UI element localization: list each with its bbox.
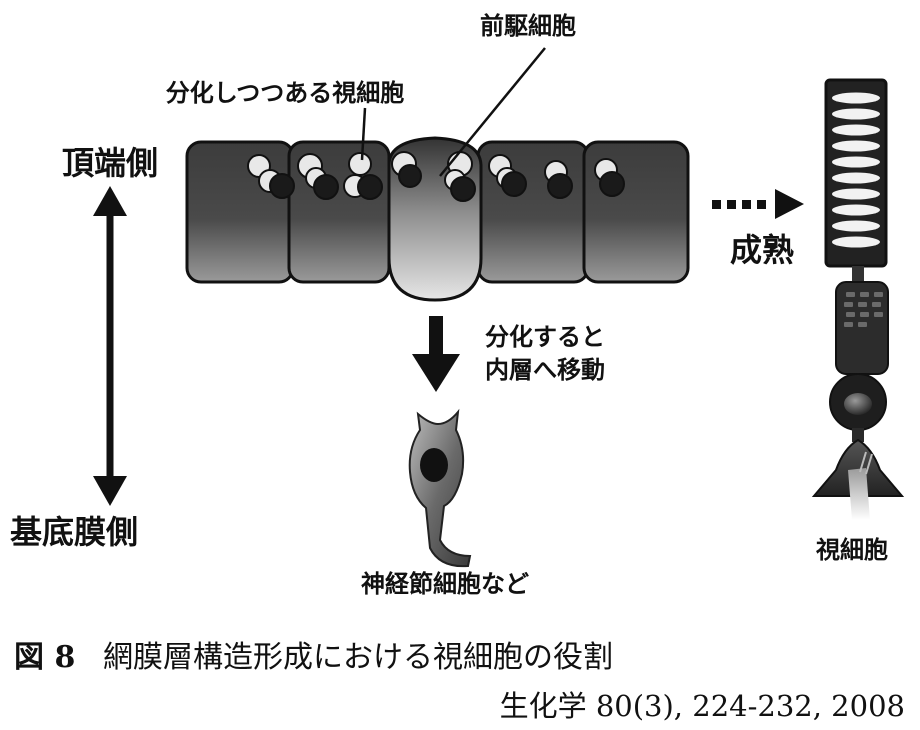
apical-granules: [247, 151, 625, 202]
figure-number: 図 8: [14, 640, 75, 675]
label-progenitor: 前駆細胞: [480, 12, 576, 40]
apical-basal-arrow: [93, 186, 127, 506]
migration-arrow: [412, 316, 460, 392]
connecting-cilium: [852, 266, 864, 282]
leader-line-differentiating: [360, 107, 367, 161]
ganglion-cell: [408, 408, 472, 568]
epithelial-cell-row: [185, 136, 690, 302]
synaptic-terminal-tail: [848, 468, 870, 520]
label-ganglion: 神経節細胞など: [361, 570, 529, 598]
label-apical: 頂端側: [62, 144, 158, 182]
photoreceptor-cell: [811, 78, 905, 520]
figure-title: 網膜層構造形成における視細胞の役割: [103, 640, 613, 675]
mitochondria: [844, 292, 883, 327]
leader-line-progenitor: [439, 47, 546, 177]
label-basal: 基底膜側: [10, 513, 138, 551]
figure-source: 生化学 80(3), 224-232, 2008: [500, 689, 905, 723]
axon: [852, 428, 864, 442]
label-maturation: 成熟: [730, 231, 794, 269]
epithelial-cell: [185, 140, 295, 284]
label-migrate-line1: 分化すると: [485, 323, 605, 351]
discs: [832, 92, 880, 248]
label-migrate-line2: 内層へ移動: [485, 356, 605, 384]
label-photoreceptor: 視細胞: [815, 536, 888, 564]
maturation-arrow: [712, 189, 804, 219]
label-differentiating: 分化しつつある視細胞: [166, 79, 405, 107]
nucleus: [844, 393, 872, 415]
